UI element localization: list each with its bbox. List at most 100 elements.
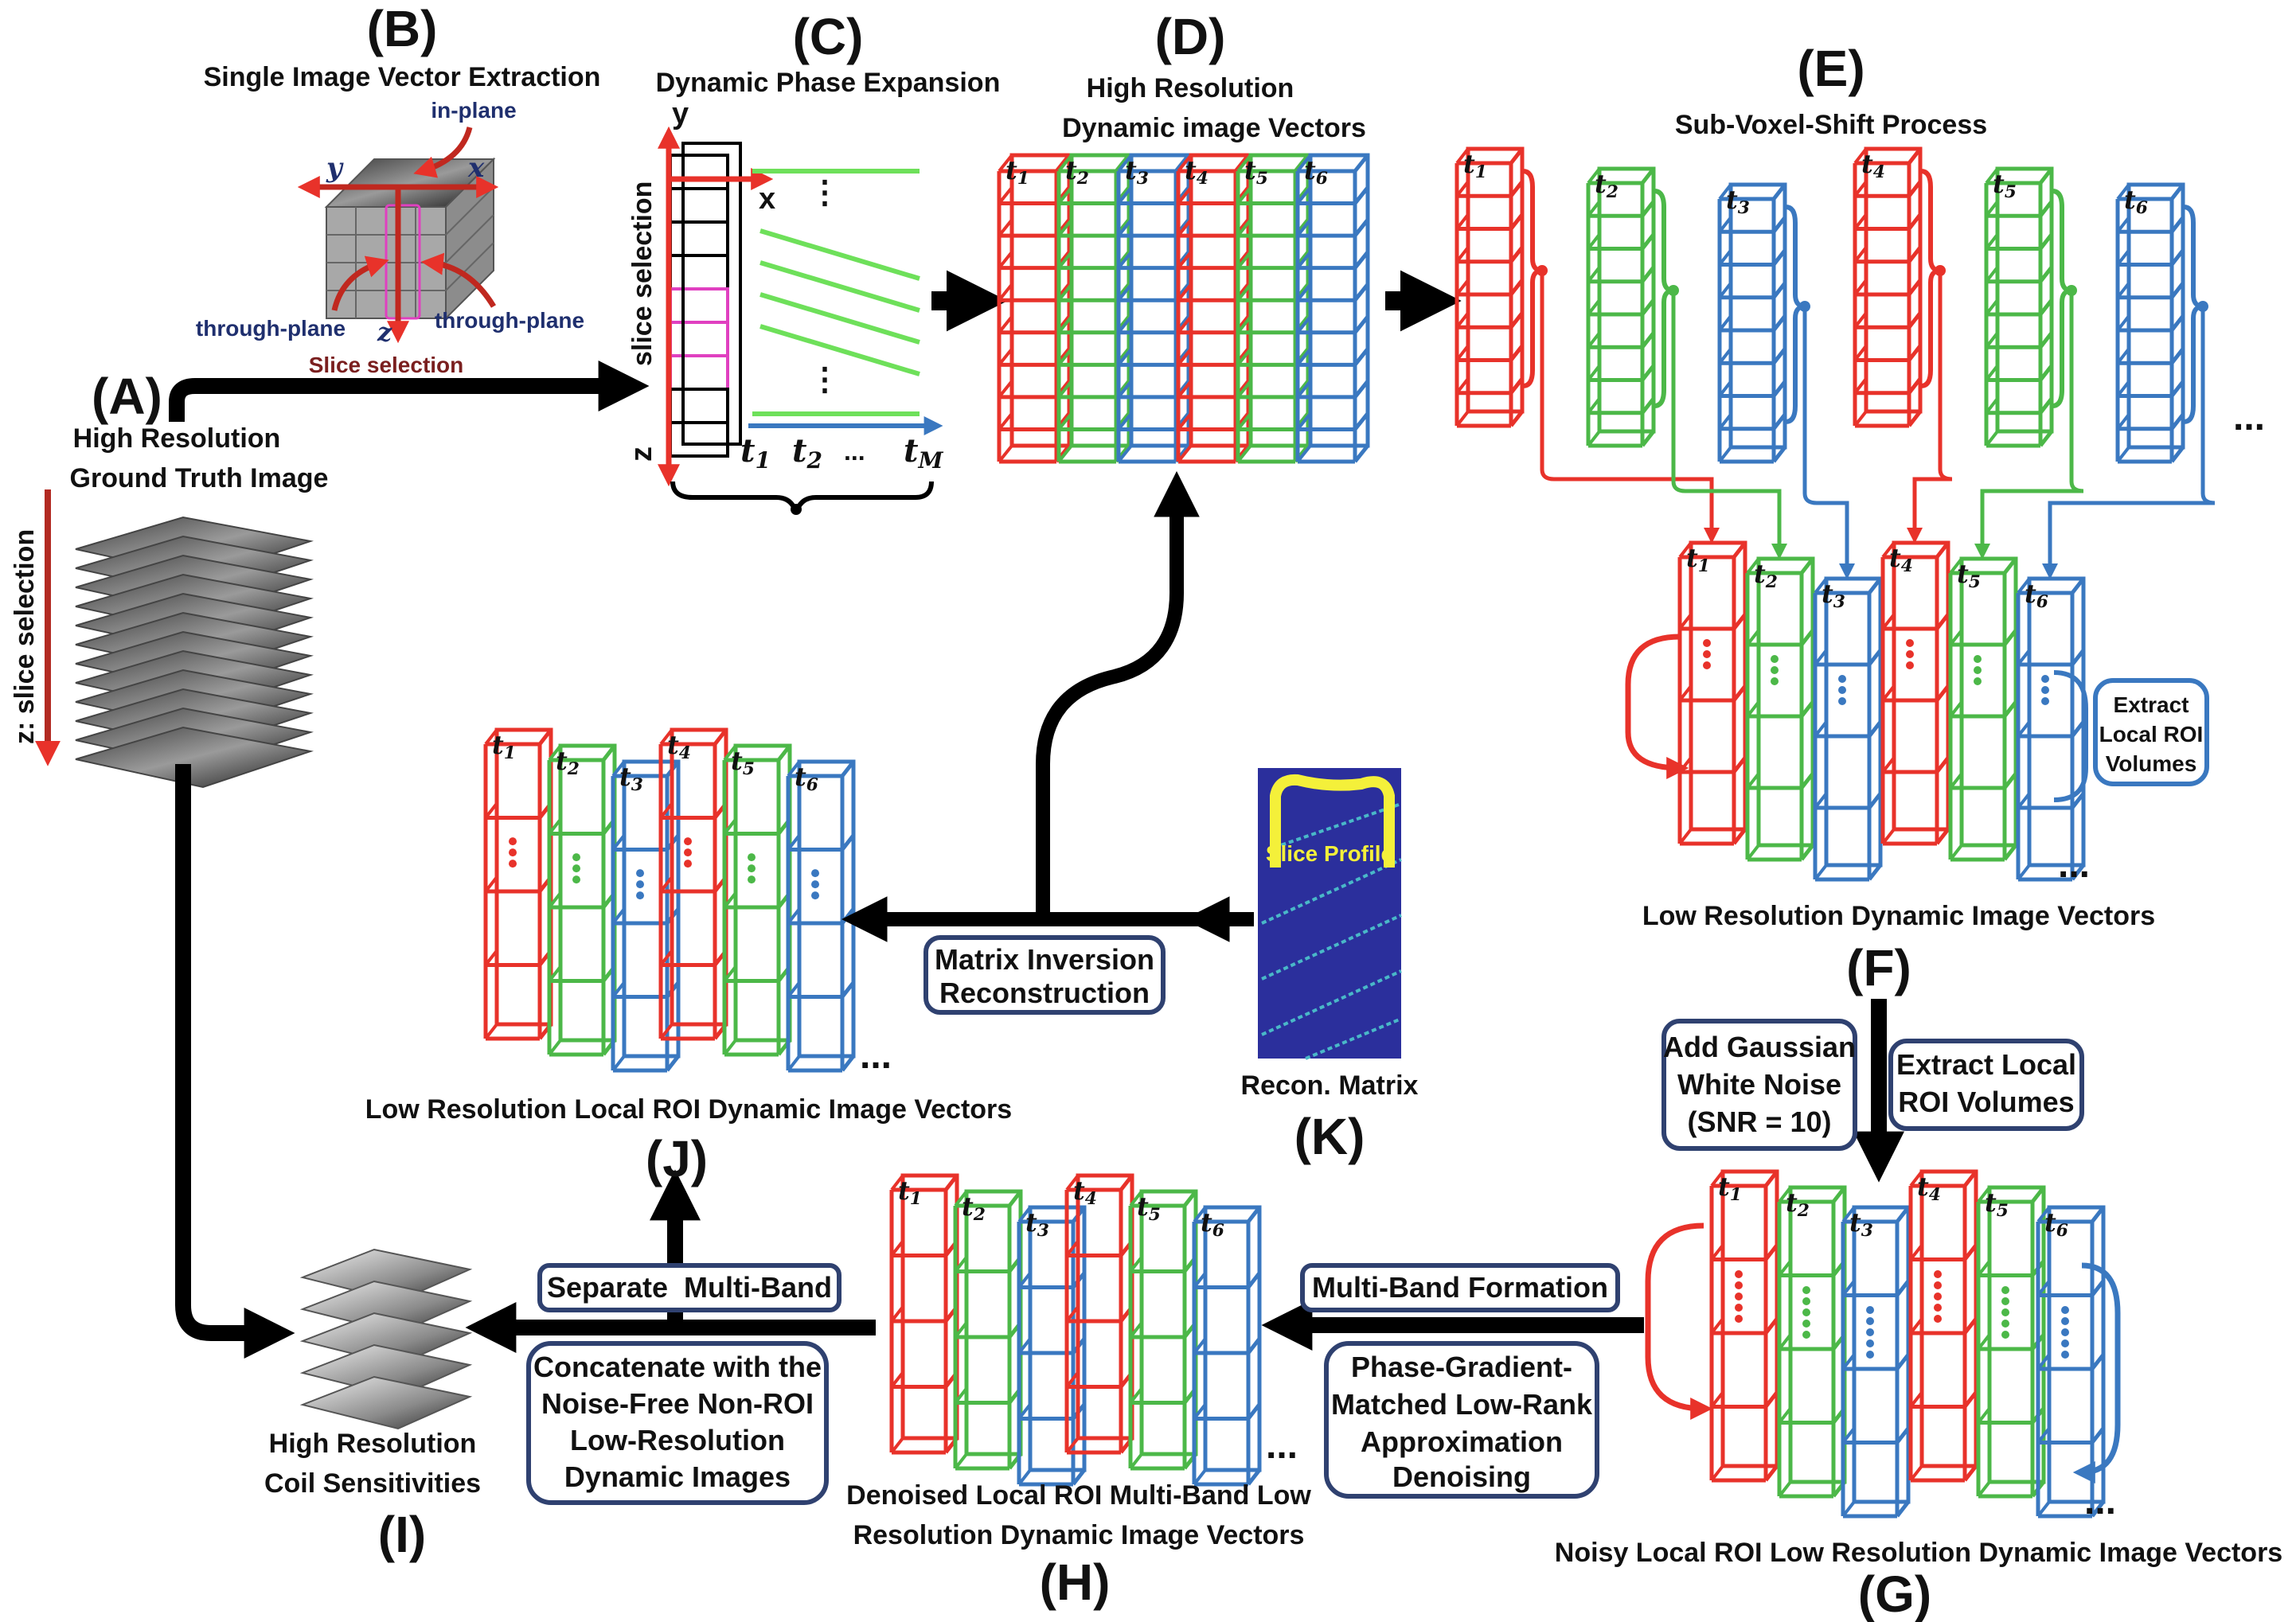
panel-b-title: Single Image Vector Extraction (204, 62, 601, 92)
c-brace (670, 481, 934, 514)
brace-node (2197, 301, 2208, 312)
time-vector-1: t1 (889, 1173, 959, 1455)
panel-b: (B) Single Image Vector Extraction in-pl… (196, 0, 601, 377)
shift-arrow (1671, 294, 1787, 560)
shift-arrow (1802, 310, 1855, 579)
c-back (681, 142, 742, 446)
c-cell (669, 220, 729, 257)
ellipsis-dot (572, 853, 580, 862)
ellipsis-dot (1802, 1331, 1810, 1339)
c-cell (669, 388, 729, 424)
ellipsis-dot (1802, 1297, 1810, 1305)
c-cell (669, 154, 729, 190)
concat-line2: Noise-Free Non-ROI (541, 1387, 814, 1420)
c-cell (669, 187, 729, 224)
time-label-2: t2 (556, 746, 580, 779)
panel-e-letter: (E) (1797, 40, 1865, 97)
ellipsis-dot (1735, 1304, 1743, 1312)
ellipsis-dot (1906, 661, 1914, 669)
time-label-3: t3 (1125, 155, 1149, 189)
ellipsis-dot (1771, 666, 1779, 674)
time-vector-3: t3 (1717, 182, 1787, 464)
panel-g-letter: (G) (1858, 1565, 1931, 1622)
time-vector-6: t6 (2016, 576, 2086, 882)
coil-slice (299, 1375, 473, 1430)
time-vector-6: t6 (2115, 182, 2185, 464)
time-vector-2: t2 (1586, 166, 1656, 448)
time-label-6: t6 (2124, 185, 2148, 218)
ellipsis-dot (2041, 697, 2049, 705)
c-tm-sub: M (917, 447, 943, 474)
ellipsis-dot (2061, 1317, 2069, 1325)
time-vector-5: t5 (1948, 556, 2018, 862)
svg-text:tM: tM (904, 432, 943, 474)
c-t1-label: t (740, 432, 756, 470)
brace-node (1668, 285, 1679, 296)
ellipsis-dot (811, 869, 819, 878)
time-label-5: t5 (1244, 155, 1268, 189)
time-vector-2: t2 (1056, 153, 1131, 464)
shift-arrow (2042, 310, 2216, 579)
ellipsis-dot (1934, 1281, 1942, 1289)
time-label-1: t1 (898, 1176, 922, 1209)
time-label-2: t2 (1786, 1187, 1810, 1221)
panel-f-letter: (F) (1846, 939, 1911, 996)
time-label-1: t1 (1463, 149, 1487, 182)
recon-matrix-image (1258, 768, 1401, 1059)
ellipsis-dot (684, 837, 692, 846)
panel-a-label-line1: High Resolution (73, 423, 281, 454)
ellipsis-dot (1866, 1351, 1874, 1359)
panel-e-title: Sub-Voxel-Shift Process (1675, 110, 1987, 140)
svg-text:t1: t1 (740, 432, 771, 474)
c-cell (669, 354, 729, 391)
ellipsis-dot (1771, 655, 1779, 663)
ellipsis-dot (509, 848, 517, 857)
panel-i-label-line2: Coil Sensitivities (264, 1468, 481, 1499)
panel-i-letter: (I) (378, 1506, 426, 1563)
h-ellipsis: ... (1266, 1425, 1298, 1467)
ellipsis-dot (1802, 1320, 1810, 1328)
ellipsis-dot (2041, 686, 2049, 694)
f-ellipsis: ... (2058, 844, 2090, 886)
c-slice-selection-label: slice selection (627, 181, 658, 366)
ellipsis-dot (2061, 1328, 2069, 1336)
time-label-3: t3 (1822, 579, 1845, 612)
time-vector-4: t4 (1064, 1173, 1134, 1455)
denoise-box: Phase-Gradient- Matched Low-Rank Approxi… (1324, 1341, 1599, 1499)
ellipsis-dot (1838, 697, 1846, 705)
time-vector-2: t2 (547, 743, 617, 1057)
time-vector-4: t4 (1880, 540, 1950, 846)
panel-k-caption: Recon. Matrix (1241, 1070, 1419, 1101)
panel-i-label-line1: High Resolution (269, 1429, 477, 1459)
time-label-5: t5 (1985, 1187, 2009, 1221)
ellipsis-dot (1974, 677, 1982, 685)
time-vector-5: t5 (1976, 1185, 2046, 1499)
time-vector-3: t3 (1813, 576, 1883, 882)
ellipsis-dot (1866, 1328, 1874, 1336)
time-vector-5: t5 (1128, 1189, 1198, 1471)
shift-brace (1920, 169, 1941, 388)
panel-d: (D) High Resolution Dynamic image Vector… (997, 8, 1370, 464)
c-dots-bottom: ⋮ (809, 362, 841, 397)
slice-selection-label: Slice selection (309, 353, 464, 377)
time-label-2: t2 (1065, 155, 1089, 189)
c-z-label: z (625, 446, 658, 462)
time-label-4: t4 (1185, 155, 1209, 189)
shift-brace (2052, 189, 2072, 408)
time-label-6: t6 (1304, 155, 1328, 189)
time-label-4: t4 (1889, 543, 1913, 576)
panel-c: (C) Dynamic Phase Expansion y x z slice … (625, 8, 1000, 515)
ellipsis-dot (1703, 639, 1711, 647)
in-plane-arrow (413, 127, 473, 178)
panel-d-label-line1: High Resolution (1087, 73, 1294, 103)
concat-line3: Low-Resolution (570, 1424, 785, 1456)
time-vector-1: t1 (1677, 540, 1747, 846)
time-vector-1: t1 (1709, 1169, 1779, 1483)
